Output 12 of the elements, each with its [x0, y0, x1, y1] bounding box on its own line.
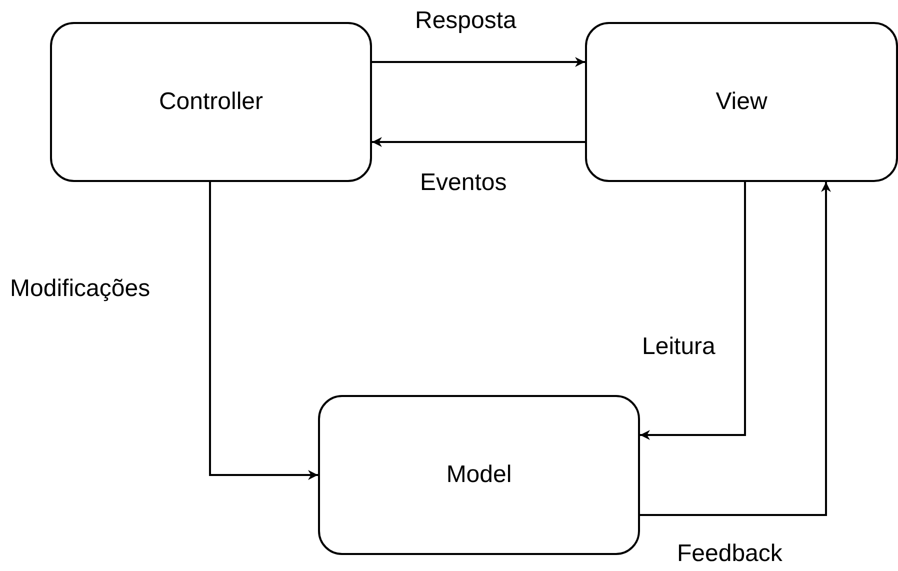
rounded-box — [585, 22, 898, 182]
arrow — [372, 137, 585, 147]
rounded-box — [50, 22, 372, 182]
arrow — [640, 182, 831, 516]
node-label: Model — [446, 461, 512, 489]
arrow — [640, 182, 746, 440]
arrow — [209, 182, 318, 480]
node-label: Controller — [158, 88, 264, 116]
rounded-box — [318, 395, 640, 555]
arrow — [372, 57, 585, 67]
edge-label: Modificações — [10, 276, 150, 302]
node-label: View — [716, 88, 768, 116]
